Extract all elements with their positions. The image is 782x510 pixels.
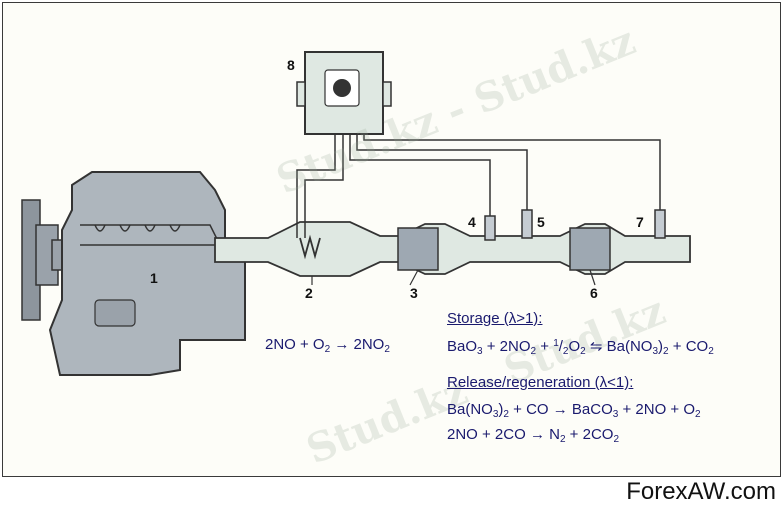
callout-8: 8 [287,57,295,73]
release-equation-2: 2NO + 2CO → N2 + 2CO2 [447,426,620,445]
engine [21,171,246,376]
credit-text: ForexAW.com [626,478,776,505]
callout-7: 7 [636,214,644,230]
catalyst-3 [397,227,439,271]
leader-lines [311,269,596,286]
release-heading: Release/regeneration (λ<1): [447,374,634,391]
callout-4: 4 [468,214,476,230]
sensor-5 [521,209,533,239]
callout-1: 1 [150,270,158,286]
callout-6: 6 [590,285,598,301]
storage-equation: BaO3 + 2NO2 + 1/2O2 ⇋ Ba(NO3)2 + CO2 [447,338,714,357]
wiring [296,134,661,238]
storage-heading: Storage (λ>1): [447,310,543,327]
callout-2: 2 [305,285,313,301]
control-unit [296,51,392,135]
callout-3: 3 [410,285,418,301]
release-equation-1: Ba(NO3)2 + CO → BaCO3 + 2NO + O2 [447,401,701,420]
catalyst-6 [569,227,611,271]
sensor-2-coil [299,234,321,260]
sensor-7 [654,209,666,239]
no-oxidation-equation: 2NO + O2 → 2NO2 [265,336,390,355]
exhaust-pipe [214,221,691,277]
callout-5: 5 [537,214,545,230]
sensor-4 [484,215,496,241]
